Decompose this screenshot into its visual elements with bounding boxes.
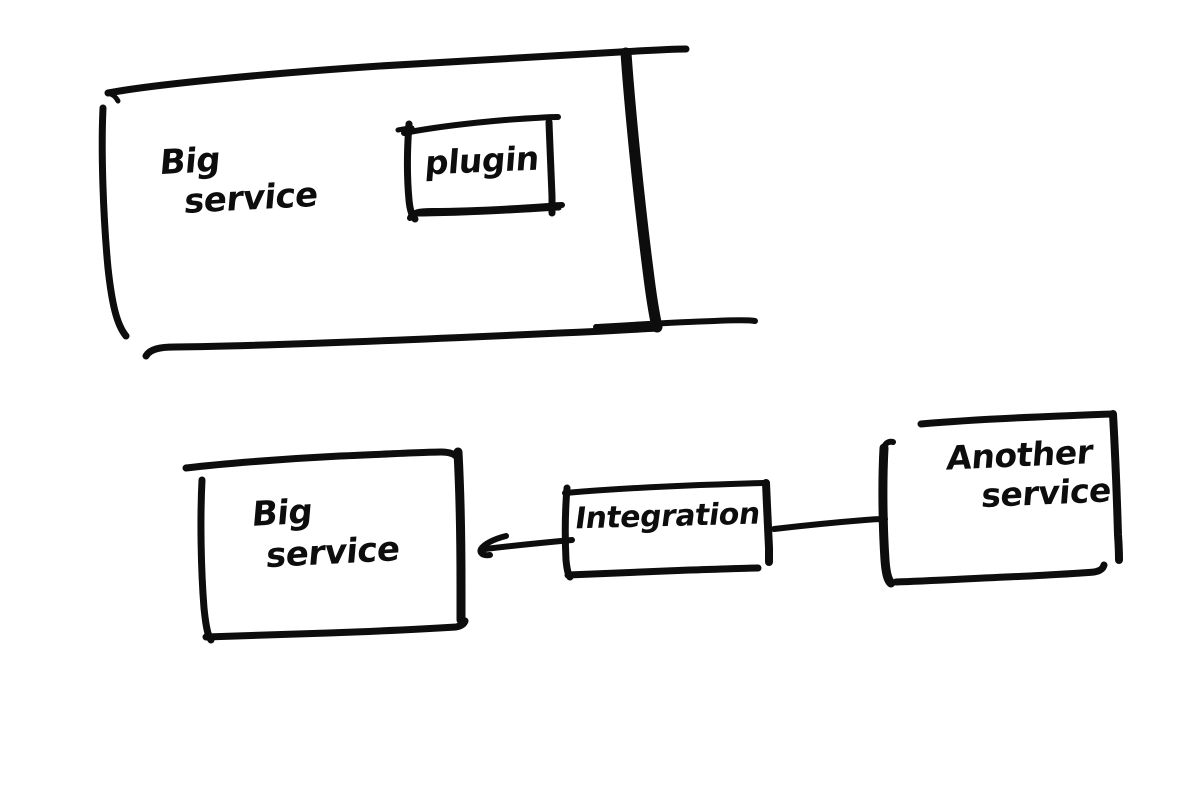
big-service-bottom-box bbox=[182, 447, 469, 644]
big-service-bottom-label-line2: service bbox=[264, 529, 402, 577]
another-service-box bbox=[878, 410, 1123, 588]
big-service-top-label-line1: Big bbox=[158, 139, 222, 184]
plugin-label: plugin bbox=[423, 138, 541, 183]
integration-label: Integration bbox=[572, 496, 763, 537]
big-service-top-label-line2: service bbox=[182, 174, 320, 223]
big-service-bottom-label-line1: Big bbox=[250, 491, 315, 535]
edge-integration-to-big-service bbox=[477, 533, 575, 559]
integration-box bbox=[561, 479, 774, 581]
edge-integration-to-another-service bbox=[771, 516, 888, 532]
plugin-box bbox=[395, 114, 565, 223]
another-service-label-line1: Another bbox=[945, 432, 1095, 478]
another-service-label-line2: service bbox=[980, 470, 1113, 516]
big-service-top-box bbox=[98, 45, 758, 360]
